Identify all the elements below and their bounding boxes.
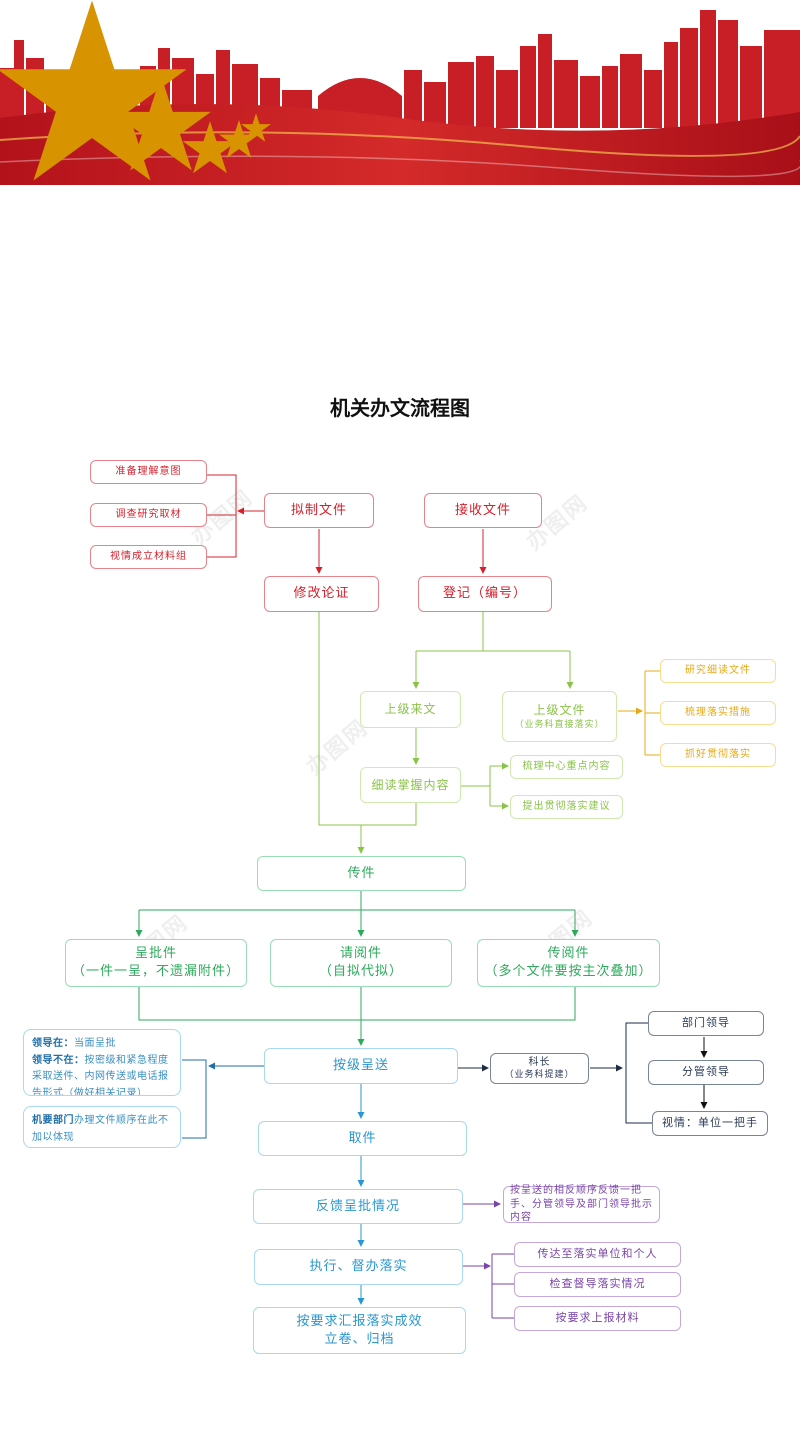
upper-output-measures: 梳理落实措施 <box>660 701 776 725</box>
top-leader-node: 视情：单位一把手 <box>652 1111 768 1136</box>
confidential-dept-note: 机要部门办理文件顺序在此不加以体现 <box>23 1106 181 1148</box>
draft-document-node: 拟制文件 <box>264 493 374 528</box>
dept-leader-node: 部门领导 <box>648 1011 764 1036</box>
review-node: 请阅件 （自拟代拟） <box>270 939 452 987</box>
upper-output-study: 研究细读文件 <box>660 659 776 683</box>
revise-node: 修改论证 <box>264 576 379 612</box>
circulate-node: 传阅件 （多个文件要按主次叠加） <box>477 939 660 987</box>
read-content-node: 细读掌握内容 <box>360 767 461 803</box>
execute-node: 执行、督办落实 <box>254 1249 463 1285</box>
upper-output-implement: 抓好贯彻落实 <box>660 743 776 767</box>
prep-item-research: 调查研究取材 <box>90 503 207 527</box>
upper-docs-node: 上级文件 （业务科直接落实） <box>502 691 617 742</box>
feedback-node: 反馈呈批情况 <box>253 1189 463 1224</box>
prep-item-team: 视情成立材料组 <box>90 545 207 569</box>
exec-output-report: 按要求上报材料 <box>514 1306 681 1331</box>
gold-stars <box>0 0 271 181</box>
report-archive-node: 按要求汇报落实成效 立卷、归档 <box>253 1307 466 1354</box>
submit-approval-node: 呈批件 （一件一呈，不遗漏附件） <box>65 939 247 987</box>
exec-output-convey: 传达至落实单位和个人 <box>514 1242 681 1267</box>
page-title: 机关办文流程图 <box>330 396 470 420</box>
supervisor-node: 分管领导 <box>648 1060 764 1085</box>
register-node: 登记（编号） <box>418 576 552 612</box>
upper-incoming-node: 上级来文 <box>360 691 461 728</box>
pass-document-node: 传件 <box>257 856 466 891</box>
exec-output-inspect: 检查督导落实情况 <box>514 1272 681 1297</box>
header-banner <box>0 0 800 185</box>
section-chief-node: 科长 （业务科提建） <box>490 1053 589 1084</box>
submit-by-level-node: 按级呈送 <box>264 1048 458 1084</box>
receive-document-node: 接收文件 <box>424 493 542 528</box>
leader-presence-note: 领导在：当面呈批 领导不在：按密级和紧急程度采取送件、内网传送或电话报告形式（做… <box>23 1029 181 1096</box>
read-output-key-points: 梳理中心重点内容 <box>510 755 623 779</box>
prep-item-intent: 准备理解意图 <box>90 460 207 484</box>
read-output-suggestions: 提出贯彻落实建议 <box>510 795 623 819</box>
feedback-note: 按呈送的相反顺序反馈一把手、分管领导及部门领导批示内容 <box>503 1185 660 1223</box>
fetch-node: 取件 <box>258 1121 467 1156</box>
